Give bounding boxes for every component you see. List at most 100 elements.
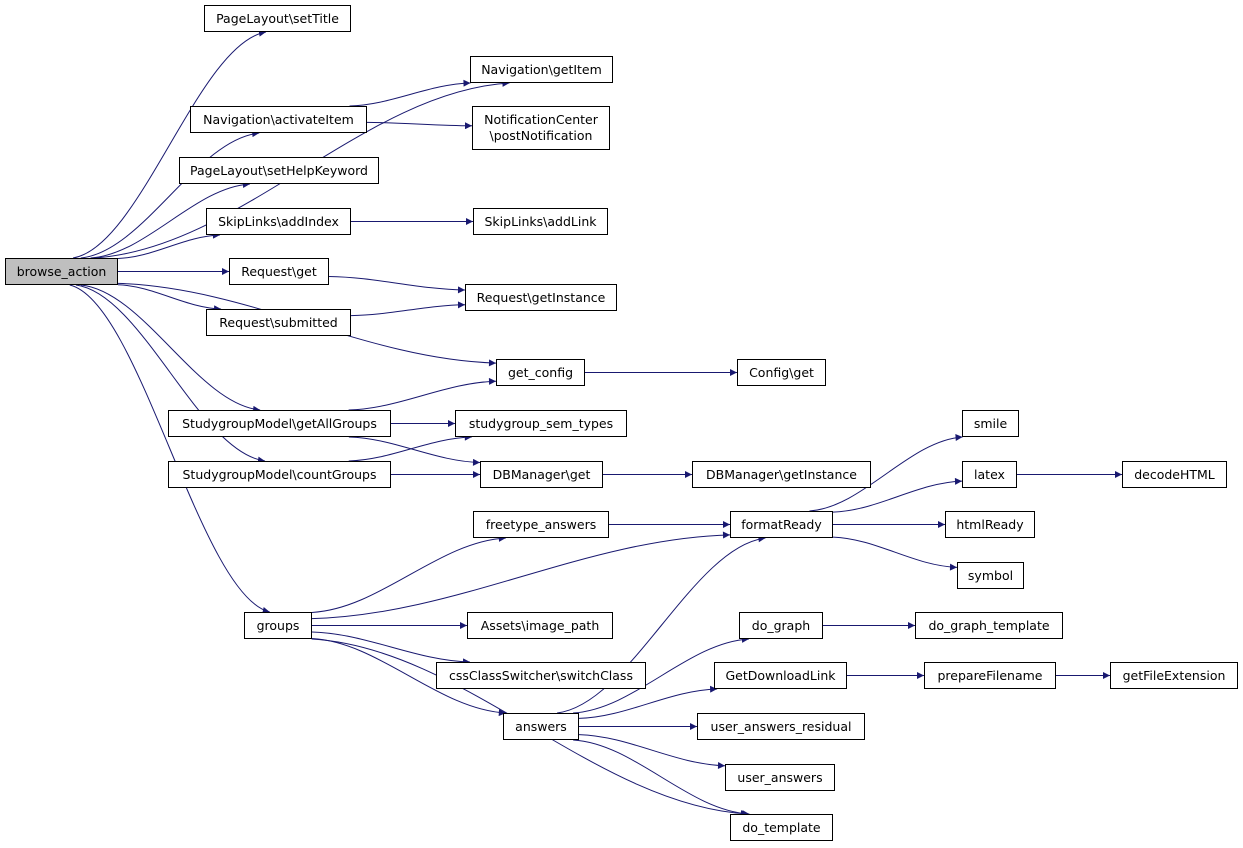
- node-freetype[interactable]: freetype_answers: [473, 511, 609, 538]
- node-symbol[interactable]: symbol: [957, 562, 1024, 589]
- node-ua[interactable]: user_answers: [725, 764, 835, 791]
- node-label: prepareFilename: [937, 667, 1043, 683]
- node-label: PageLayout\setTitle: [216, 10, 339, 26]
- node-add-index[interactable]: SkipLinks\addIndex: [206, 208, 351, 235]
- node-db-inst[interactable]: DBManager\getInstance: [692, 461, 871, 488]
- node-req-get[interactable]: Request\get: [229, 258, 329, 285]
- node-label: freetype_answers: [485, 516, 597, 532]
- edge-groups-to-cssSwitch: [311, 631, 471, 666]
- node-nav-activate[interactable]: Navigation\activateItem: [190, 106, 367, 133]
- node-answers[interactable]: answers: [503, 713, 579, 740]
- node-do-graph[interactable]: do_graph: [739, 612, 823, 639]
- node-label: symbol: [967, 567, 1014, 583]
- node-css-switch[interactable]: cssClassSwitcher\switchClass: [436, 662, 646, 689]
- edge-formatReady-to-symbol: [832, 536, 958, 571]
- node-latex[interactable]: latex: [962, 461, 1017, 488]
- node-groups[interactable]: groups: [244, 612, 312, 639]
- node-label: Assets\image_path: [480, 617, 600, 633]
- edge-reqSub-to-reqInst: [350, 301, 466, 317]
- edge-navActivate-to-navGetItem: [349, 79, 471, 107]
- edge-answers-to-doTemplate: [573, 739, 750, 818]
- node-req-sub[interactable]: Request\submitted: [206, 309, 351, 336]
- node-label: htmlReady: [956, 516, 1024, 532]
- node-decode[interactable]: decodeHTML: [1122, 461, 1227, 488]
- edge-getAll-to-dbGet: [348, 436, 481, 466]
- edge-answers-to-ua: [578, 734, 726, 770]
- edge-browse_action-to-navActivate: [80, 130, 260, 259]
- edge-navActivate-to-postNotif: [366, 121, 473, 130]
- node-format-ready[interactable]: formatReady: [730, 511, 833, 538]
- edge-groups-to-freetype: [311, 534, 506, 613]
- edge-answers-to-formatReady: [557, 535, 766, 714]
- edge-browse_action-to-getAll: [80, 284, 261, 413]
- node-do-graph-t[interactable]: do_graph_template: [915, 612, 1063, 639]
- edge-browse_action-to-setTitle: [72, 29, 267, 259]
- node-label: StudygroupModel\getAllGroups: [182, 415, 377, 431]
- node-set-help[interactable]: PageLayout\setHelpKeyword: [179, 157, 379, 184]
- node-add-link[interactable]: SkipLinks\addLink: [473, 208, 608, 235]
- node-req-inst[interactable]: Request\getInstance: [465, 284, 617, 311]
- node-label: latex: [974, 466, 1005, 482]
- node-get-config[interactable]: get_config: [496, 359, 585, 386]
- node-label: do_graph_template: [928, 617, 1050, 633]
- edge-count-to-semTypes: [348, 433, 472, 462]
- node-label: user_answers_residual: [710, 718, 852, 734]
- edge-groups-to-formatReady: [311, 531, 731, 620]
- node-dl-link[interactable]: GetDownloadLink: [714, 662, 847, 689]
- node-label: studygroup_sem_types: [468, 415, 614, 431]
- node-label: Request\getInstance: [476, 289, 606, 305]
- node-image-path[interactable]: Assets\image_path: [467, 612, 613, 639]
- node-label: cssClassSwitcher\switchClass: [449, 667, 633, 683]
- node-label: do_graph: [751, 617, 811, 633]
- node-set-title[interactable]: PageLayout\setTitle: [204, 5, 351, 32]
- edge-answers-to-dlLink: [578, 685, 718, 719]
- node-db-get[interactable]: DBManager\get: [480, 461, 603, 488]
- node-label: browse_action: [16, 263, 107, 279]
- node-label: StudygroupModel\countGroups: [182, 466, 377, 482]
- node-nav-get-item[interactable]: Navigation\getItem: [470, 56, 613, 83]
- node-smile[interactable]: smile: [962, 410, 1019, 437]
- node-do-template[interactable]: do_template: [730, 814, 833, 841]
- node-label: do_template: [742, 819, 821, 835]
- node-sem-types[interactable]: studygroup_sem_types: [455, 410, 627, 437]
- node-label: smile: [973, 415, 1008, 431]
- edge-getAll-to-getConfig: [348, 377, 497, 411]
- edge-reqGet-to-reqInst: [328, 275, 466, 294]
- node-file-ext[interactable]: getFileExtension: [1110, 662, 1238, 689]
- node-label: Config\get: [749, 364, 814, 380]
- node-label: answers: [515, 718, 567, 734]
- node-label: NotificationCenter \postNotification: [484, 112, 598, 143]
- node-get-all[interactable]: StudygroupModel\getAllGroups: [168, 410, 391, 437]
- node-label: formatReady: [741, 516, 822, 532]
- node-label: Request\get: [241, 263, 317, 279]
- node-config-get[interactable]: Config\get: [737, 359, 826, 386]
- node-label: DBManager\getInstance: [706, 466, 857, 482]
- edge-answers-to-doGraph: [573, 635, 749, 714]
- node-label: SkipLinks\addIndex: [218, 213, 339, 229]
- node-label: get_config: [507, 364, 574, 380]
- node-count[interactable]: StudygroupModel\countGroups: [168, 461, 391, 488]
- edge-groups-to-answers: [311, 638, 506, 717]
- node-label: groups: [256, 617, 300, 633]
- node-label: PageLayout\setHelpKeyword: [190, 162, 368, 178]
- node-label: Request\submitted: [219, 314, 338, 330]
- node-label: decodeHTML: [1134, 466, 1215, 482]
- edge-browse_action-to-setHelp: [90, 180, 250, 259]
- edge-browse_action-to-reqSub: [117, 284, 222, 313]
- node-prep-file[interactable]: prepareFilename: [924, 662, 1056, 689]
- node-label: Navigation\activateItem: [203, 111, 354, 127]
- node-ua-residual[interactable]: user_answers_residual: [697, 713, 865, 740]
- node-html-ready[interactable]: htmlReady: [945, 511, 1035, 538]
- node-label: SkipLinks\addLink: [484, 213, 597, 229]
- edge-browse_action-to-groups: [69, 284, 270, 614]
- node-post-notif[interactable]: NotificationCenter \postNotification: [472, 106, 610, 150]
- node-label: getFileExtension: [1122, 667, 1226, 683]
- edge-formatReady-to-smile: [809, 433, 963, 512]
- edge-browse_action-to-addIndex: [117, 231, 220, 259]
- node-label: Navigation\getItem: [481, 61, 602, 77]
- edge-formatReady-to-latex: [832, 477, 963, 513]
- node-label: user_answers: [737, 769, 823, 785]
- node-browse-action[interactable]: browse_action: [5, 258, 118, 285]
